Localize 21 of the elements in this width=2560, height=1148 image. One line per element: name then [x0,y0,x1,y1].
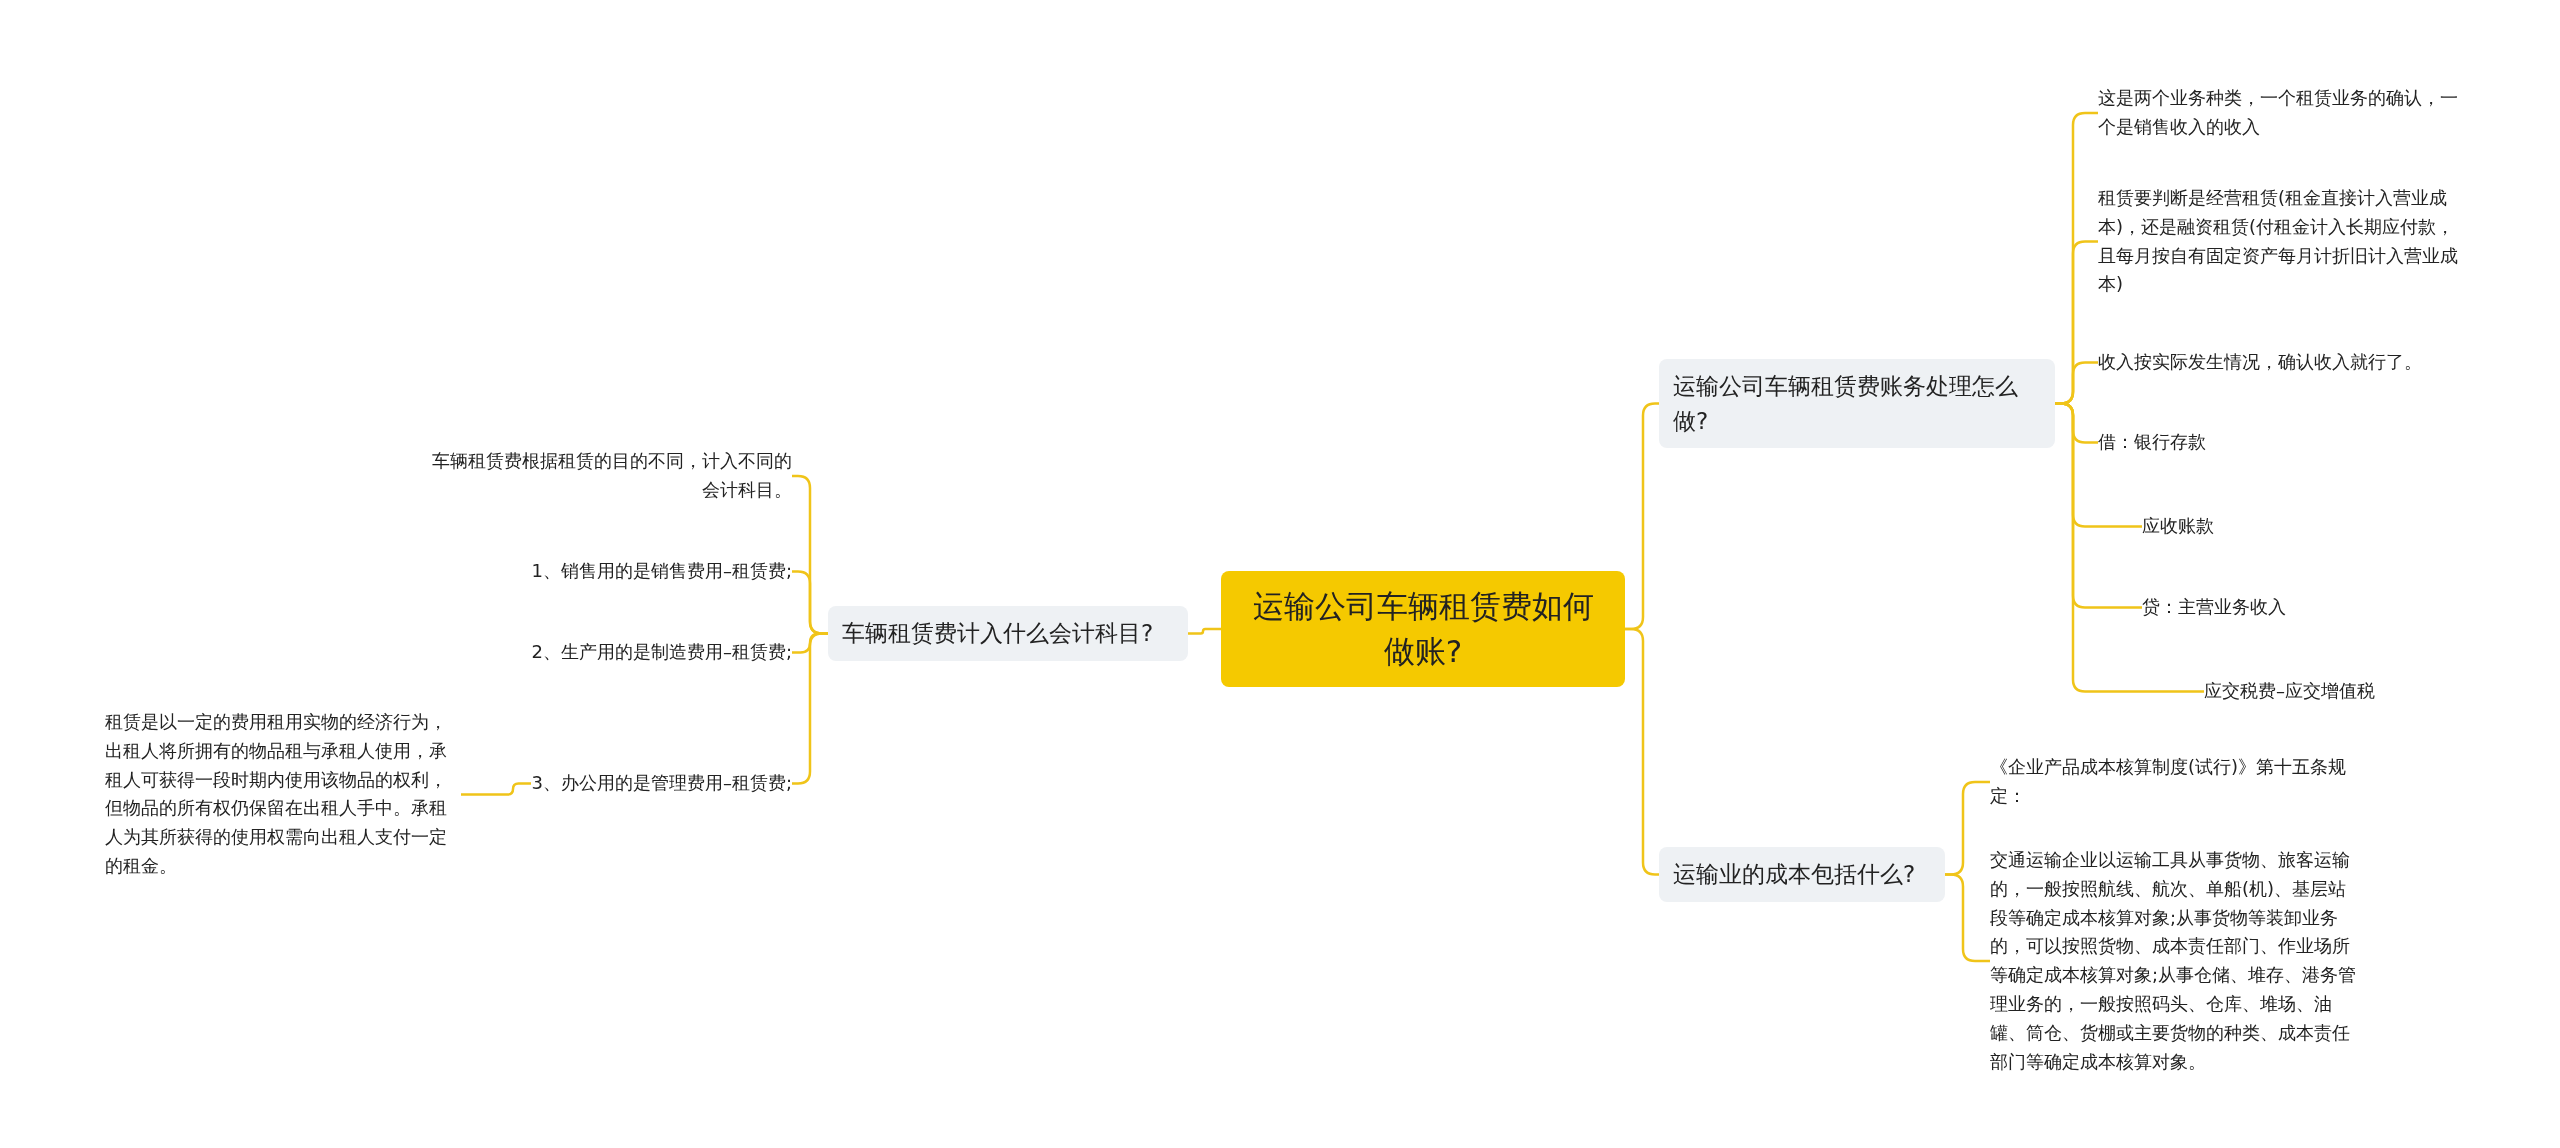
topic-text: 交通运输企业以运输工具从事货物、旅客运输的，一般按照航线、航次、单船(机)、基层站段等确定成本核算对象;从事货物等装卸业务的，可以按照货物、成本责任部门、作业场所等确定成本核算对象;从事仓储、堆存、港务管理业务的，一般按照码头、仓库、堆场、油罐、筒仓、货棚或主要货物的种类、成本责任部门等确定成本核算对象。 [1990,846,2360,1077]
topic-text: 这是两个业务种类，一个租赁业务的确认，一个是销售收入的收入 [2098,84,2458,142]
connector-line [1188,627,1221,635]
central-topic-box: 运输公司车辆租赁费如何做账? [1221,571,1625,687]
topic-text: 收入按实际发生情况，确认收入就行了。 [2098,348,2422,377]
topic-text: 1、销售用的是销售费用–租赁费; [531,557,792,586]
topic-text: 租赁是以一定的费用租用实物的经济行为，出租人将所拥有的物品租与承租人使用，承租人可获得一段时期内使用该物品的权利，但物品的所有权仍保留在出租人手中。承租人为其所获得的使用权需向出租人支付一定的租金。 [105,708,461,881]
topic-box: 车辆租赁费计入什么会计科目? [828,606,1188,661]
topic-text: 3、办公用的是管理费用–租赁费; [531,769,792,798]
topic-text: 《企业产品成本核算制度(试行)》第十五条规定： [1990,753,2360,811]
topic-text: 贷：主营业务收入 [2142,593,2286,622]
topic-text: 应收账款 [2142,512,2214,541]
connector-line [2055,402,2204,693]
topic-text: 2、生产用的是制造费用–租赁费; [531,638,792,667]
topic-box: 运输业的成本包括什么? [1659,847,1945,902]
connector-line [461,782,531,796]
topic-text: 应交税费–应交增值税 [2204,677,2375,706]
topic-text: 车辆租赁费根据租赁的目的不同，计入不同的会计科目。 [427,447,792,505]
topic-box: 运输公司车辆租赁费账务处理怎么做? [1659,359,2055,448]
topic-text: 租赁要判断是经营租赁(租金直接计入营业成本)，还是融资租赁(付租金计入长期应付款，且每月按自有固定资产每月计折旧计入营业成本) [2098,184,2458,300]
topic-text: 借：银行存款 [2098,428,2206,457]
